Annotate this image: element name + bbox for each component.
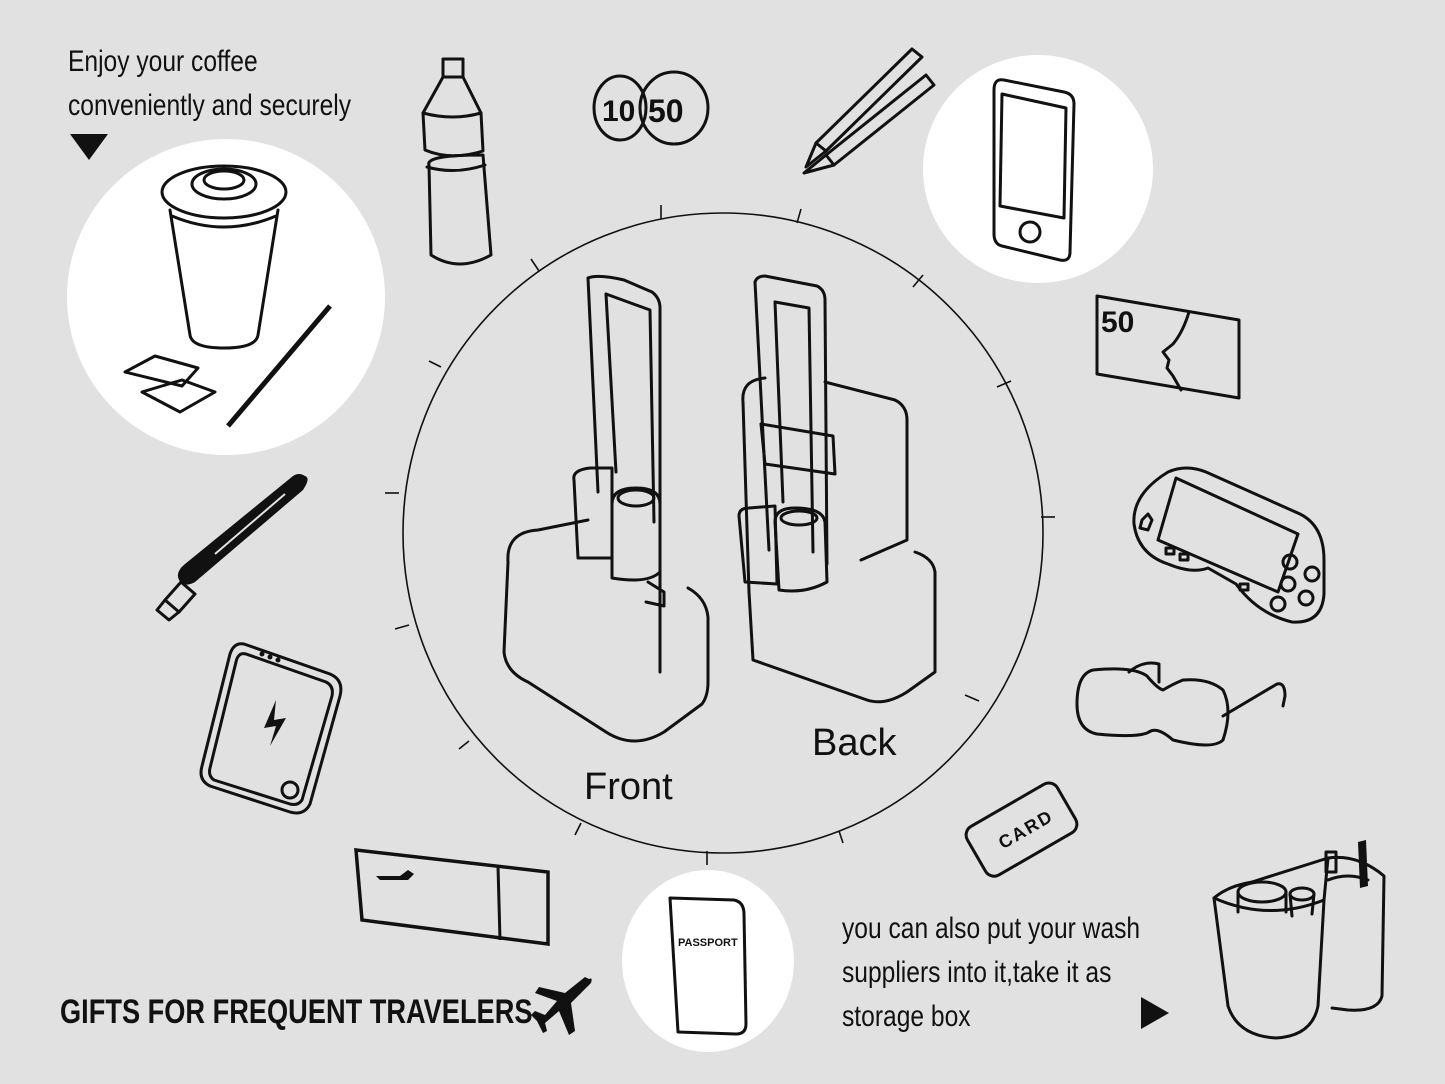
front-label: Front <box>584 766 673 808</box>
boarding-pass-icon <box>354 848 550 946</box>
coffee-caption-line2: conveniently and securely <box>68 89 352 122</box>
right-triangle-icon <box>1141 997 1169 1029</box>
banknote-value: 50 <box>1101 306 1134 339</box>
smartphone-icon <box>992 78 1076 262</box>
banknote-icon: 50 <box>1095 294 1241 400</box>
coffee-cup-icon <box>123 164 332 428</box>
airplane-icon <box>531 977 592 1035</box>
plane-mini-icon <box>376 870 414 880</box>
glasses-icon <box>1075 661 1287 747</box>
coins-icon: 10 50 <box>592 70 710 146</box>
coffee-caption: Enjoy your coffee conveniently and secur… <box>68 40 351 128</box>
product-circle <box>385 205 1055 865</box>
pens-icon <box>802 47 936 175</box>
coffee-disc <box>67 139 385 455</box>
passport-label: PASSPORT <box>678 937 738 949</box>
storage-caption-line1: you can also put your wash <box>842 912 1141 945</box>
storage-caption-line2: suppliers into it,take it as <box>842 956 1112 989</box>
storage-caption: you can also put your wash suppliers int… <box>842 907 1140 1039</box>
passport-icon: PASSPORT <box>668 896 748 1036</box>
back-label: Back <box>812 722 897 764</box>
coin2-value: 50 <box>648 93 684 129</box>
storage-caption-line3: storage box <box>842 1000 971 1033</box>
down-triangle-icon <box>70 134 108 160</box>
coffee-caption-line1: Enjoy your coffee <box>68 45 258 78</box>
storage-organizer-icon <box>1212 840 1386 1040</box>
back-organizer-illustration <box>737 274 937 704</box>
coin1-value: 10 <box>602 95 635 128</box>
card-icon: CARD <box>964 781 1079 878</box>
phone-disc <box>923 55 1153 283</box>
usb-cable-icon <box>155 474 308 622</box>
front-organizer-illustration <box>502 274 710 743</box>
footer-title: GIFTS FOR FREQUENT TRAVELERS <box>60 993 533 1031</box>
game-console-icon <box>1132 466 1326 624</box>
power-bank-icon <box>199 642 343 815</box>
water-bottle-icon <box>421 57 493 266</box>
